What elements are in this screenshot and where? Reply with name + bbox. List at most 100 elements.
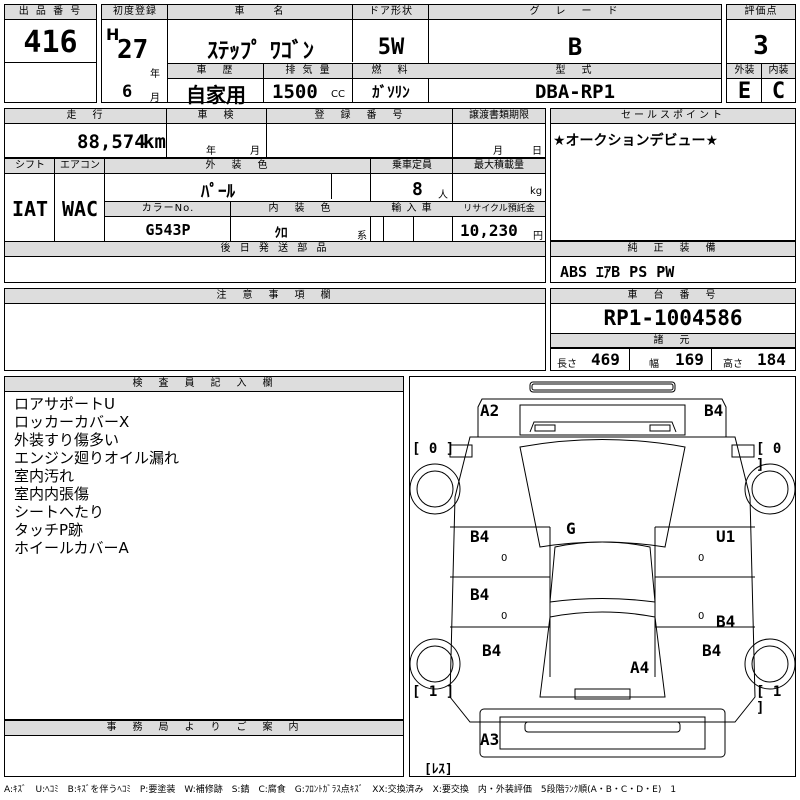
remark-item: タッチP跡 — [14, 521, 84, 539]
damage-door-front-left: B4 — [470, 527, 490, 546]
later-parts-label: 後 日 発 送 部 品 — [5, 242, 545, 257]
genuine-equipment-box: 純 正 装 備 ABS ｴｱB PS PW — [550, 241, 796, 283]
mileage: 88,574 — [77, 131, 146, 153]
lot-number: 416 — [23, 25, 78, 60]
score-label: 評価点 — [727, 5, 795, 20]
zero-mark: 0 — [698, 553, 705, 564]
transfer-label: 譲渡書類期限 — [453, 109, 545, 124]
mileage-unit: km — [143, 131, 166, 153]
capacity-unit: 人 — [438, 190, 448, 201]
lot-number-label: 出 品 番 号 — [5, 5, 96, 20]
month-unit: 月 — [150, 93, 160, 104]
damage-front-left: A2 — [480, 401, 500, 420]
inspector-label: 検 査 員 記 入 欄 — [5, 377, 403, 392]
model-label: 型 式 — [429, 64, 721, 79]
remark-item: ロッカーカバーX — [14, 413, 130, 431]
transfer-day-unit: 日 — [532, 146, 542, 157]
damage-roof: G — [566, 519, 576, 538]
lot-number-box: 出 品 番 号 416 — [4, 4, 97, 103]
transfer-month-unit: 月 — [493, 146, 503, 157]
inspection-month-unit: 月 — [250, 146, 260, 157]
reg-year: 27 — [117, 35, 149, 65]
inspector-box: 検 査 員 記 入 欄 ロアサポートU ロッカーカバーX 外装すり傷多い エンジ… — [4, 376, 404, 720]
sales-point-label: セールスポイント — [551, 109, 795, 124]
later-parts-box: 後 日 発 送 部 品 — [4, 241, 546, 283]
specs-label: 諸 元 — [551, 333, 795, 348]
remark-item: 外装すり傷多い — [14, 431, 120, 449]
chassis-label: 車 台 番 号 — [551, 289, 795, 304]
office-label: 事 務 局 よ り ご 案 内 — [5, 721, 403, 736]
max-load-label: 最大積載量 — [453, 159, 545, 174]
length: 469 — [591, 350, 620, 369]
damage-door-rear-left: B4 — [470, 585, 490, 604]
sales-point-box: セールスポイント ★オークションデビュー★ — [550, 108, 796, 241]
capacity-label: 乗車定員 — [371, 159, 453, 174]
tire-front-right: [ 0 ] — [756, 441, 782, 473]
damage-fender-rear-left: B4 — [482, 641, 502, 660]
spare-tire: [ﾚｽ] — [424, 762, 453, 777]
color-no-label: カラーNo. — [105, 202, 231, 217]
displacement-unit: CC — [331, 89, 345, 100]
damage-door-rear-right: B4 — [716, 612, 736, 631]
recycle-unit: 円 — [533, 231, 543, 242]
damage-rear: A3 — [480, 730, 500, 749]
score-box: 評価点 3 外装 内装 E C — [726, 4, 796, 104]
car-outline-diagram — [410, 381, 795, 758]
damage-rear-glass: A4 — [630, 658, 650, 677]
damage-door-front-right: U1 — [716, 527, 736, 546]
color-number: G543P — [145, 221, 191, 239]
capacity: 8 — [412, 179, 423, 200]
length-label: 長さ — [557, 359, 577, 370]
zero-mark: 0 — [698, 611, 705, 622]
damage-legend: A:ｷｽﾞ U:ﾍｺﾐ B:ｷｽﾞを伴うﾍｺﾐ P:要塗装 W:補修跡 S:錆 … — [4, 785, 677, 795]
interior-label: 内装 — [762, 64, 795, 79]
ac-label: エアコン — [55, 159, 105, 174]
mileage-box: 走 行 車 検 登 録 番 号 譲渡書類期限 88,574 km 年 月 月 日 — [4, 108, 546, 158]
inspection-label: 車 検 — [167, 109, 267, 124]
genuine-equipment: ABS ｴｱB PS PW — [560, 263, 675, 281]
exterior-grade: E — [737, 79, 752, 104]
int-color-unit: 系 — [357, 231, 367, 242]
tire-front-left: [ 0 ] — [412, 441, 455, 457]
vehicle-info-box: 初度登録 車 名 ドア形状 グ レ ー ド H 27 年 ｽﾃｯﾌﾟ ﾜｺﾞﾝ … — [101, 4, 722, 107]
grade-label: グ レ ー ド — [429, 5, 721, 20]
damage-diagram-box: A2 B4 [ 0 ] [ 0 ] G B4 U1 0 0 B4 0 0 B4 … — [409, 376, 796, 777]
shift-label: シフト — [5, 159, 55, 174]
first-reg-label: 初度登録 — [102, 5, 168, 20]
recycle-label: リサイクル預託金 — [453, 202, 545, 217]
remark-item: 室内内張傷 — [14, 485, 90, 503]
sales-point: ★オークションデビュー★ — [553, 133, 719, 149]
height: 184 — [757, 350, 786, 369]
era: H — [106, 25, 120, 44]
displacement: 1500 — [272, 81, 318, 103]
car-name: ｽﾃｯﾌﾟ ﾜｺﾞﾝ — [207, 39, 314, 64]
grade: B — [567, 33, 583, 61]
width-label: 幅 — [649, 359, 659, 370]
ext-color-label: 外 装 色 — [105, 159, 371, 174]
exterior-label: 外装 — [727, 64, 762, 79]
exterior-color: ﾊﾟｰﾙ — [201, 182, 235, 202]
recycle-fee: 10,230 — [460, 221, 518, 240]
remark-item: ホイールカバーA — [14, 539, 129, 557]
remark-item: シートへたり — [14, 503, 105, 521]
remark-item: ロアサポートU — [14, 395, 115, 413]
score: 3 — [753, 31, 769, 61]
history: 自家用 — [186, 83, 246, 107]
fuel: ｶﾞｿﾘﾝ — [372, 83, 410, 101]
interior-grade: C — [771, 79, 786, 104]
interior-color: ｸﾛ — [274, 226, 288, 241]
width: 169 — [675, 350, 704, 369]
year-unit: 年 — [150, 69, 160, 80]
remark-item: エンジン廻りオイル漏れ — [14, 449, 180, 467]
door-label: ドア形状 — [353, 5, 429, 20]
chassis-box: 車 台 番 号 RP1-1004586 諸 元 長さ 469 幅 169 高さ … — [550, 288, 796, 371]
chassis-number: RP1-1004586 — [603, 306, 743, 330]
tire-rear-left: [ 1 ] — [412, 684, 455, 700]
displacement-label: 排 気 量 — [264, 64, 353, 79]
car-name-label: 車 名 — [168, 5, 353, 20]
mileage-label: 走 行 — [5, 109, 167, 124]
tire-rear-right: [ 1 ] — [756, 684, 782, 716]
zero-mark: 0 — [501, 611, 508, 622]
door-type: 5W — [377, 35, 405, 60]
model: DBA-RP1 — [534, 81, 616, 103]
